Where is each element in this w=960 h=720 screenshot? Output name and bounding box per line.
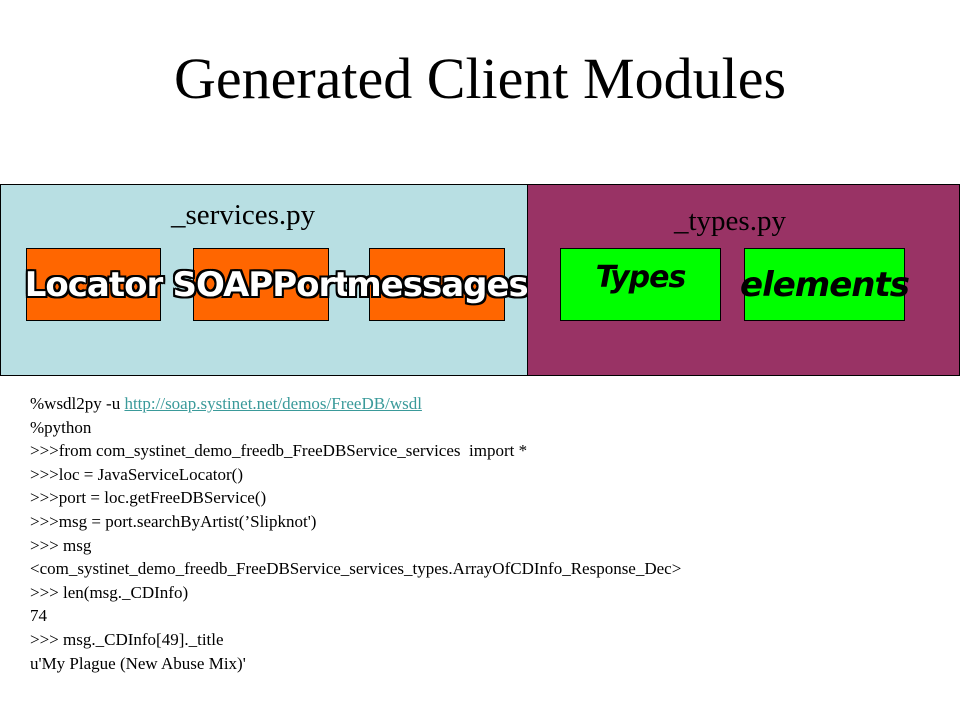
code-listing: %wsdl2py -u http://soap.systinet.net/dem… — [30, 392, 950, 675]
soapport-box: SOAPPort — [173, 248, 351, 321]
code-line: %python — [30, 417, 92, 437]
wsdl-link[interactable]: http://soap.systinet.net/demos/FreeDB/ws… — [124, 394, 422, 413]
elements-box: elements — [740, 248, 910, 321]
code-line: >>> len(msg._CDInfo) — [30, 582, 189, 602]
code-line: >>> msg — [30, 535, 92, 555]
code-line: u'My Plague (New Abuse Mix)' — [30, 653, 246, 673]
locator-box: Locator — [25, 248, 163, 321]
services-panel-label: _services.py — [171, 199, 316, 231]
messages-box: messages — [346, 248, 529, 321]
code-line: >>>port = loc.getFreeDBService() — [30, 488, 267, 508]
types-box: Types — [560, 248, 721, 321]
code-line-command: %wsdl2py -u http://soap.systinet.net/dem… — [30, 392, 950, 416]
slide-title: Generated Client Modules — [173, 46, 787, 111]
code-line: >>>from com_systinet_demo_freedb_FreeDBS… — [30, 441, 528, 461]
code-line: 74 — [30, 606, 47, 626]
command-prefix: %wsdl2py -u — [30, 394, 125, 413]
code-line: >>>loc = JavaServiceLocator() — [30, 464, 243, 484]
services-panel: _services.py Locator SOAPPort messages — [0, 184, 529, 376]
code-line: <com_systinet_demo_freedb_FreeDBService_… — [30, 559, 682, 579]
code-line: >>>msg = port.searchByArtist(’Slipknot') — [30, 511, 317, 531]
types-panel: _types.py Types elements — [527, 184, 960, 376]
code-line: >>> msg._CDInfo[49]._title — [30, 629, 224, 649]
types-panel-label: _types.py — [674, 205, 786, 237]
